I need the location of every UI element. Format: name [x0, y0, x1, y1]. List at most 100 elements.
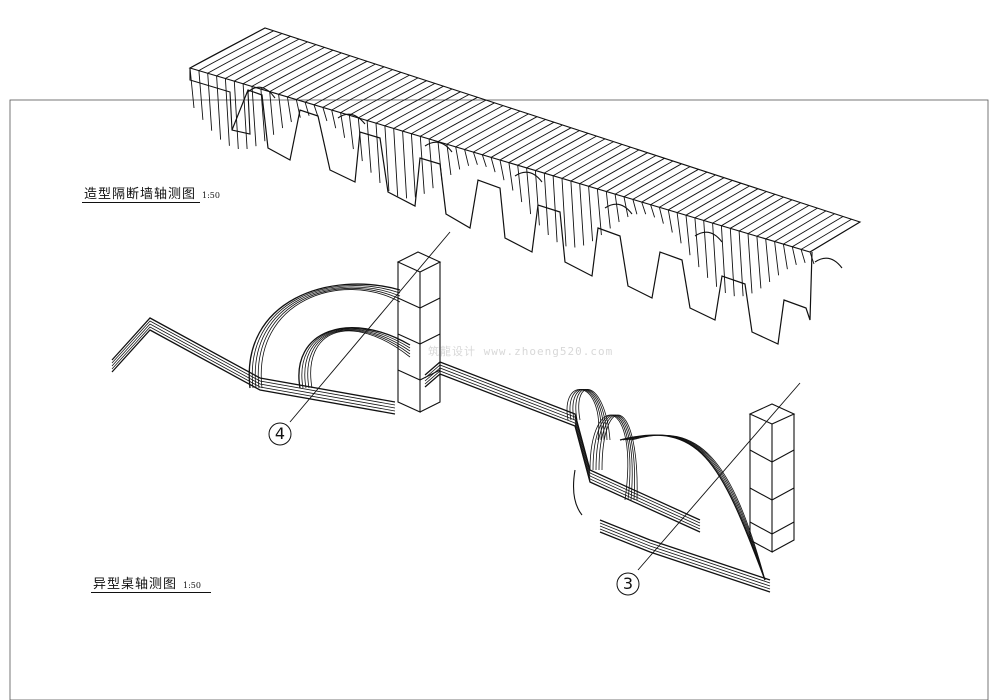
wall-fin — [269, 52, 342, 135]
wall-fin — [552, 141, 614, 243]
wall-fin — [251, 47, 325, 147]
wall-fin — [278, 55, 351, 129]
column-left — [396, 251, 442, 413]
loop-right-large-strand — [622, 434, 766, 581]
wall-fin — [357, 80, 427, 162]
callout-3-leader — [637, 382, 801, 571]
partition-wall-scale: 1:50 — [202, 191, 220, 200]
wall-fin — [782, 213, 835, 270]
wall-top-outline — [188, 27, 862, 253]
wall-fin — [348, 77, 419, 150]
ribbon-left-strand — [111, 317, 396, 403]
wall-fin — [384, 88, 453, 192]
wall-fin — [242, 44, 317, 150]
wall-fin — [641, 168, 699, 215]
wall-fin — [632, 166, 691, 215]
ribbon-mid-strand — [424, 361, 701, 521]
wall-fin — [446, 108, 512, 176]
wall-fin — [809, 221, 861, 265]
wall-arch-2 — [337, 113, 366, 125]
wall-fin — [455, 110, 521, 170]
ribbon-left-strand — [111, 323, 396, 409]
callout-3-number: 3 — [622, 574, 634, 593]
wall-fin — [402, 94, 470, 199]
wall-fin — [526, 132, 589, 215]
wall-bottom-contour — [231, 89, 813, 345]
table-loop-left — [248, 283, 411, 389]
wall-fin — [410, 96, 478, 198]
wall-fin — [685, 182, 742, 256]
table-loop-right — [566, 389, 766, 581]
partition-wall-title: 造型隔断墙轴测图 — [84, 187, 197, 202]
ribbon-right-strand — [599, 519, 771, 581]
loop-left-inner-strand — [310, 330, 411, 389]
wall-fin — [286, 58, 359, 123]
wall-fin — [561, 144, 623, 247]
loop-right-small-strand — [578, 389, 611, 441]
watermark-text: 筑龍设计 www.zhoeng520.com — [428, 345, 614, 358]
loop-right-mid-strand — [595, 414, 633, 501]
sheet-frame — [9, 99, 989, 700]
wall-arch-5 — [604, 203, 633, 215]
special-table-scale: 1:50 — [183, 581, 201, 590]
wall-fin — [508, 127, 572, 191]
ribbon-right-strand — [599, 528, 771, 590]
loop-right-large-strand — [631, 434, 766, 581]
table-ribbon-middle — [424, 361, 701, 533]
column-right — [748, 403, 796, 553]
wall-fin — [517, 130, 580, 203]
callout-4-number: 4 — [274, 424, 286, 443]
loop-left-inner-strand — [298, 327, 411, 389]
wall-fin — [340, 74, 410, 138]
loop-left-inner-strand — [301, 328, 411, 389]
wall-fin — [419, 99, 487, 194]
wall-fin — [720, 193, 776, 294]
ribbon-left-strand — [111, 320, 396, 406]
wall-fin — [198, 30, 274, 120]
wall-fin — [756, 205, 810, 289]
wall-arch-4 — [514, 171, 543, 183]
wall-fin — [712, 191, 767, 287]
wall-fin — [738, 199, 793, 297]
partition-wall-label: 造型隔断墙轴测图 1:50 — [84, 183, 220, 202]
partition-wall-drawing — [188, 27, 862, 345]
special-table-drawing — [111, 231, 801, 596]
wall-fin — [694, 185, 750, 268]
wall-fin — [490, 121, 555, 173]
loop-left-inner-strand — [307, 329, 411, 389]
wall-fin — [747, 202, 801, 294]
wall-arch-3 — [424, 141, 453, 153]
wall-fin — [464, 113, 529, 166]
wall-fin — [614, 160, 674, 223]
callout-4-circle — [268, 422, 292, 446]
ribbon-right-strand — [599, 525, 771, 587]
ribbon-mid-strand — [424, 373, 701, 533]
wall-fin — [543, 138, 606, 236]
wall-fin — [207, 33, 283, 131]
wall-fin — [189, 27, 266, 109]
wall-fin — [304, 63, 376, 116]
wall-fin — [322, 69, 393, 122]
wall-fin — [605, 157, 665, 229]
wall-fin — [676, 180, 733, 244]
wall-fin — [499, 124, 563, 181]
wall-fin — [800, 218, 852, 264]
loop-right-mid-strand — [601, 414, 638, 501]
loop-left-strand — [257, 287, 401, 389]
wall-fin — [534, 135, 597, 226]
wall-fins — [189, 27, 861, 297]
wall-fin — [481, 119, 546, 168]
wall-fin — [658, 174, 716, 224]
wall-fin — [216, 35, 291, 140]
loop-left-strand — [248, 283, 401, 389]
loop-left-strand — [254, 286, 401, 389]
loop-left-inner-strand — [304, 328, 411, 389]
ribbon-left-strand — [111, 326, 396, 412]
callout-4-leader — [289, 231, 451, 423]
loop-right-small-strand — [572, 389, 605, 441]
wall-fin — [331, 71, 402, 129]
wall-fin — [650, 171, 708, 218]
wall-left-end — [189, 68, 251, 135]
